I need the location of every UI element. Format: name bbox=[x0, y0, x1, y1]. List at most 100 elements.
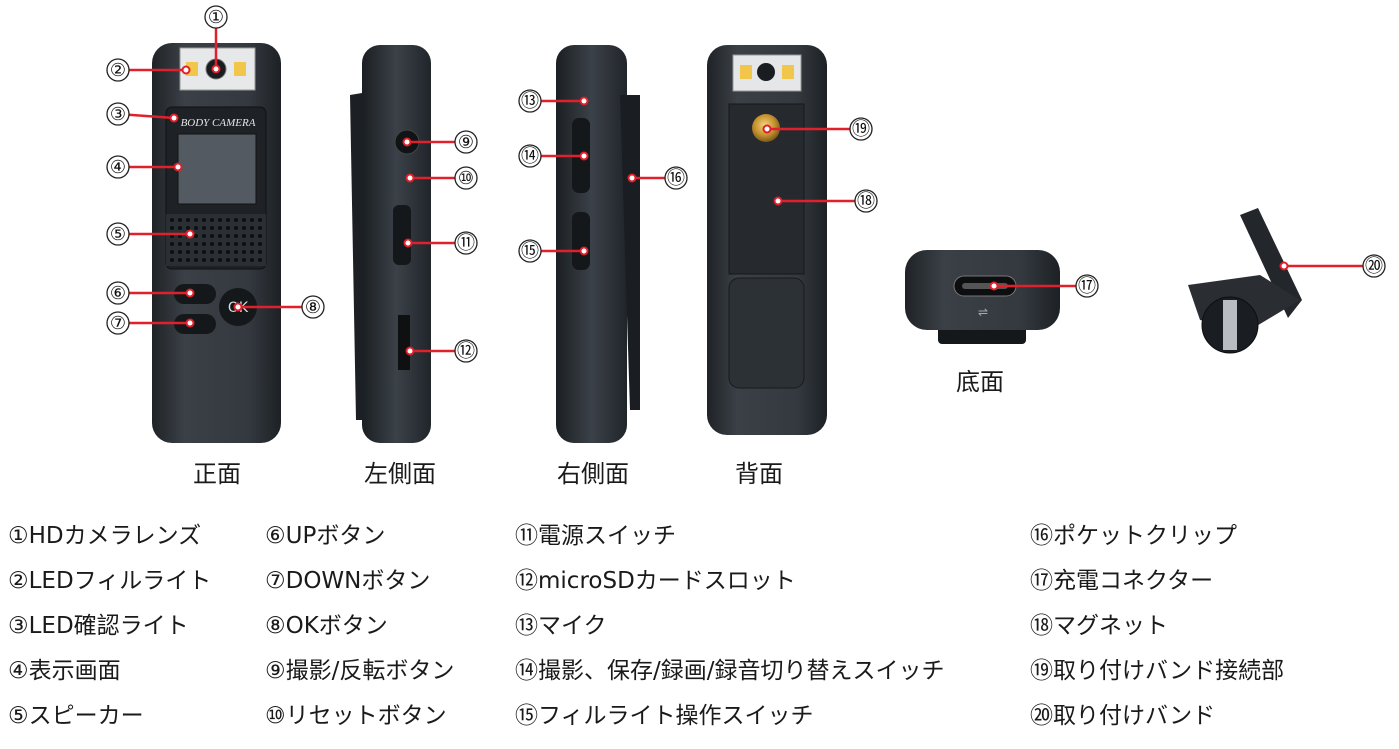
callout-label-18: ⑱ bbox=[854, 189, 878, 213]
callout-10: ⑩ bbox=[405, 166, 478, 190]
mounting-band-view bbox=[1188, 208, 1302, 354]
callout-number: ⑩ bbox=[458, 168, 474, 189]
callout-11: ⑪ bbox=[403, 231, 478, 255]
callout-label-6: ⑥ bbox=[106, 281, 130, 305]
leader-dot bbox=[579, 96, 589, 106]
legend-item-1: ①HDカメラレンズ bbox=[8, 523, 202, 549]
callout-badge bbox=[1362, 254, 1386, 278]
callout-20: ⑳ bbox=[1279, 254, 1386, 278]
callout-17: ⑰ bbox=[989, 274, 1099, 298]
leader-dot bbox=[169, 113, 179, 123]
legend-item-7: ⑦DOWNボタン bbox=[265, 568, 431, 594]
legend-item-8: ⑧OKボタン bbox=[265, 613, 388, 639]
callout-label-15: ⑮ bbox=[518, 239, 542, 263]
leader-dot bbox=[173, 162, 183, 172]
legend-item-18: ⑱マグネット bbox=[1030, 613, 1168, 639]
callout-15: ⑮ bbox=[518, 239, 589, 263]
callout-badge bbox=[454, 166, 478, 190]
callout-12: ⑫ bbox=[405, 339, 478, 363]
brand-text: BODY CAMERA bbox=[181, 117, 256, 129]
callout-8: ⑧ bbox=[233, 295, 325, 319]
legend-item-11: ⑪電源スイッチ bbox=[515, 523, 676, 549]
callout-number: ⑮ bbox=[521, 241, 539, 262]
legend-item-13: ⑬マイク bbox=[515, 613, 607, 639]
callout-number: ⑥ bbox=[110, 283, 126, 304]
leader-dot bbox=[402, 137, 412, 147]
callout-label-13: ⑬ bbox=[518, 89, 542, 113]
callout-6: ⑥ bbox=[106, 281, 195, 305]
callout-badge bbox=[518, 144, 542, 168]
legend-item-5: ⑤スピーカー bbox=[8, 703, 144, 729]
view-label-left: 左側面 bbox=[364, 460, 436, 488]
view-label-back: 背面 bbox=[735, 460, 783, 488]
callout-number: ⑫ bbox=[457, 341, 475, 362]
callout-label-1: ① bbox=[204, 5, 228, 29]
callout-18: ⑱ bbox=[773, 189, 878, 213]
leader-dot bbox=[185, 318, 195, 328]
callout-number: ⑪ bbox=[457, 233, 475, 254]
legend-item-20: ⑳取り付けバンド bbox=[1030, 703, 1216, 729]
callout-badge bbox=[518, 239, 542, 263]
callout-label-8: ⑧ bbox=[301, 295, 325, 319]
legend-item-14: ⑭撮影、保存/録画/録音切り替えスイッチ bbox=[515, 658, 945, 684]
callout-badge bbox=[454, 130, 478, 154]
callout-16: ⑯ bbox=[627, 166, 688, 190]
callout-label-7: ⑦ bbox=[106, 311, 130, 335]
legend-item-3: ③LED確認ライト bbox=[8, 613, 189, 639]
callout-badge bbox=[518, 89, 542, 113]
callout-label-9: ⑨ bbox=[454, 130, 478, 154]
view-label-right: 右側面 bbox=[557, 460, 629, 488]
leader-dot bbox=[627, 173, 637, 183]
callout-19: ⑲ bbox=[762, 117, 873, 141]
callout-label-4: ④ bbox=[106, 155, 130, 179]
legend-item-12: ⑫microSDカードスロット bbox=[515, 568, 796, 594]
callout-badge bbox=[106, 102, 130, 126]
callout-badge bbox=[454, 231, 478, 255]
leader-dot bbox=[989, 281, 999, 291]
back-view bbox=[707, 45, 827, 435]
callout-number: ⑨ bbox=[458, 132, 474, 153]
callout-number: ⑰ bbox=[1078, 276, 1096, 297]
legend-item-2: ②LEDフィルライト bbox=[8, 568, 212, 594]
callout-label-20: ⑳ bbox=[1362, 254, 1386, 278]
legend-item-17: ⑰充電コネクター bbox=[1030, 568, 1214, 594]
callout-label-19: ⑲ bbox=[849, 117, 873, 141]
callout-number: ⑦ bbox=[110, 313, 126, 334]
callout-number: ② bbox=[110, 60, 126, 81]
callout-label-2: ② bbox=[106, 58, 130, 82]
leader-dot bbox=[181, 65, 191, 75]
callout-badge bbox=[106, 155, 130, 179]
callout-label-11: ⑪ bbox=[454, 231, 478, 255]
callout-number: ⑲ bbox=[852, 119, 870, 140]
callout-number: ⑬ bbox=[521, 91, 539, 112]
leader-dot bbox=[1279, 261, 1289, 271]
callout-4: ④ bbox=[106, 155, 183, 179]
callout-badge bbox=[106, 311, 130, 335]
callout-number: ⑧ bbox=[305, 297, 321, 318]
callout-badge bbox=[301, 295, 325, 319]
callout-number: ④ bbox=[110, 157, 126, 178]
callout-number: ① bbox=[208, 7, 224, 28]
legend-item-19: ⑲取り付けバンド接続部 bbox=[1030, 658, 1285, 684]
leader-dot bbox=[211, 64, 221, 74]
legend-item-16: ⑯ポケットクリップ bbox=[1030, 523, 1237, 549]
leader-dot bbox=[579, 151, 589, 161]
callout-number: ⑤ bbox=[110, 224, 126, 245]
callout-label-12: ⑫ bbox=[454, 339, 478, 363]
callout-2: ② bbox=[106, 58, 191, 82]
callout-badge bbox=[454, 339, 478, 363]
view-label-front: 正面 bbox=[193, 460, 241, 488]
leader-dot bbox=[405, 346, 415, 356]
callout-1: ① bbox=[204, 5, 228, 74]
callout-badge bbox=[106, 222, 130, 246]
bottom-view: ⇌ bbox=[905, 250, 1060, 344]
callout-label-17: ⑰ bbox=[1075, 274, 1099, 298]
legend-item-10: ⑩リセットボタン bbox=[265, 703, 447, 729]
callout-badge bbox=[106, 58, 130, 82]
leader-dot bbox=[403, 238, 413, 248]
callout-label-14: ⑭ bbox=[518, 144, 542, 168]
legend-item-15: ⑮フィルライト操作スイッチ bbox=[515, 703, 814, 729]
callout-badge bbox=[106, 281, 130, 305]
callout-number: ③ bbox=[110, 104, 126, 125]
